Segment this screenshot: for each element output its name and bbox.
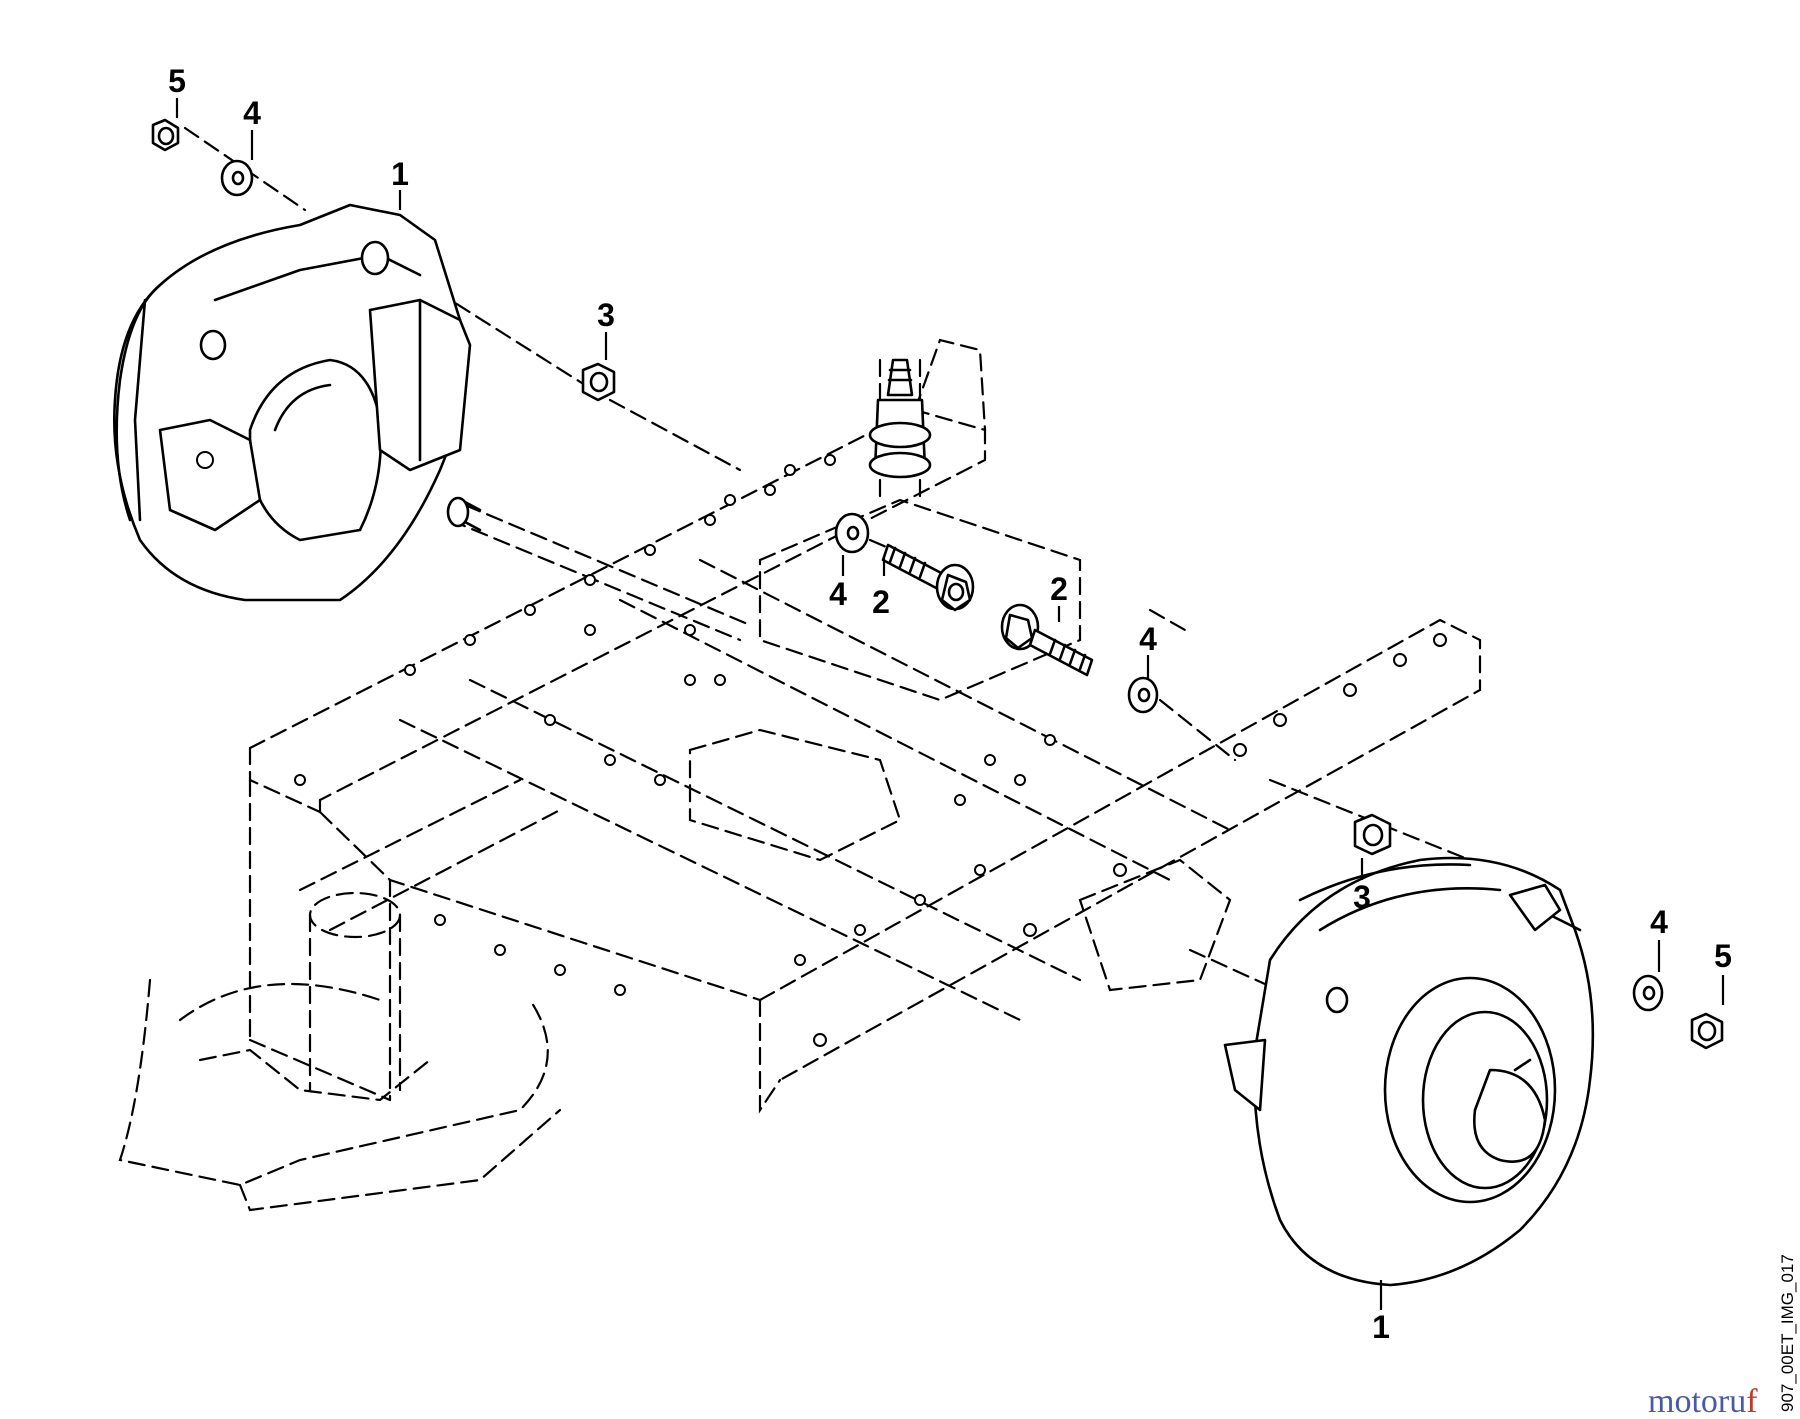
callout-4-bottom-right: 4 <box>1650 904 1668 940</box>
image-code: 907_00ET_IMG_017 <box>1778 1254 1797 1412</box>
callout-labels: 5 4 1 3 4 2 2 4 3 4 5 1 <box>168 63 1732 1345</box>
callout-3-bottom: 3 <box>1353 879 1371 915</box>
washer-4-mid-right <box>1127 676 1159 714</box>
callout-3-top: 3 <box>597 297 615 333</box>
callout-2-right: 2 <box>1050 571 1068 607</box>
callout-1-top: 1 <box>391 156 409 192</box>
nut-3-top <box>581 362 616 402</box>
callout-2-left: 2 <box>872 584 890 620</box>
wheel-cover-bottom-right <box>1223 856 1595 1287</box>
nut-5-top-left <box>151 118 180 152</box>
hose-fitting <box>868 358 932 479</box>
callout-5-top-left: 5 <box>168 63 186 99</box>
frame-holes <box>294 454 1447 1047</box>
watermark-logo: motoruf <box>1648 1383 1758 1419</box>
wheel-cover-top-left <box>112 203 472 602</box>
hardware <box>151 118 1724 1050</box>
callout-1-bottom: 1 <box>1372 1309 1390 1345</box>
axle-end <box>446 496 482 532</box>
washer-4-bottom-right <box>1632 974 1664 1012</box>
nut-5-bottom-right <box>1690 1012 1724 1050</box>
watermark-accent: f <box>1746 1383 1758 1419</box>
nut-3-bottom <box>1353 813 1392 856</box>
callout-4-top-left: 4 <box>243 95 261 131</box>
watermark-main: motoru <box>1648 1383 1746 1419</box>
washer-4-top-left <box>220 159 254 197</box>
washer-4-mid-left <box>834 512 870 554</box>
callout-5-bottom-right: 5 <box>1714 938 1732 974</box>
bolt-2-left <box>881 543 975 612</box>
callout-4-mid-left: 4 <box>829 576 847 612</box>
bolt-2-right <box>1000 603 1094 677</box>
leader-lines <box>175 98 1725 1310</box>
callout-4-mid-right: 4 <box>1139 621 1157 657</box>
